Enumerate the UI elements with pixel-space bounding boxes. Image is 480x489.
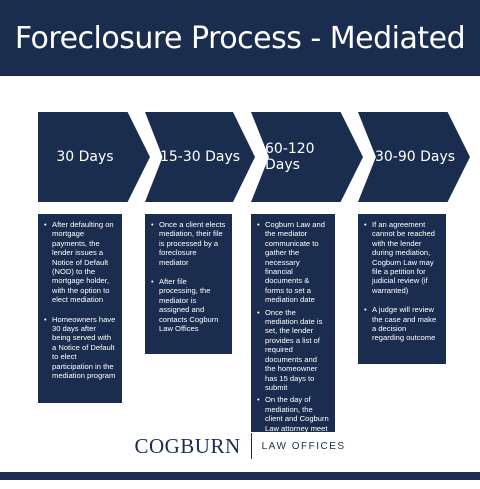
step-1-bullet-1: After defaulting on mortgage payments, t… — [44, 220, 116, 305]
step-3-bullet-2: Once the mediation date is set, the lend… — [257, 308, 329, 393]
step-arrow-1: 30 Days — [38, 112, 150, 202]
step-2-bullet-2: After file processing, the mediator is a… — [151, 277, 226, 333]
step-details-2: Once a client elects mediation, their fi… — [145, 214, 232, 354]
step-arrow-4: 30-90 Days — [358, 112, 470, 202]
step-1-bullet-2: Homeowners have 30 days after being serv… — [44, 315, 116, 381]
step-4-bullet-2: A judge will review the case and make a … — [364, 305, 440, 343]
page-title: Foreclosure Process - Mediated — [14, 20, 466, 56]
step-label-3: 60-120 Days — [265, 141, 315, 173]
step-label-2: 15-30 Days — [159, 149, 241, 165]
brand-subtitle: LAW OFFICES — [261, 440, 346, 452]
step-details-3: Cogburn Law and the mediator communicate… — [251, 214, 335, 489]
step-details-1: After defaulting on mortgage payments, t… — [38, 214, 122, 403]
bottom-bar — [0, 472, 480, 480]
step-label-1: 30 Days — [56, 149, 114, 165]
step-3-bullet-1: Cogburn Law and the mediator communicate… — [257, 220, 329, 305]
logo-divider — [250, 433, 252, 459]
title-banner: Foreclosure Process - Mediated — [0, 0, 480, 76]
step-label-4: 30-90 Days — [374, 149, 456, 165]
footer-logo: COGBURN LAW OFFICES — [0, 426, 480, 466]
step-2-bullet-1: Once a client elects mediation, their fi… — [151, 220, 226, 267]
step-arrow-3: 60-120 Days — [251, 112, 363, 202]
step-details-4: If an agreement cannot be reached with t… — [358, 214, 446, 364]
step-arrow-2: 15-30 Days — [145, 112, 255, 202]
step-4-bullet-1: If an agreement cannot be reached with t… — [364, 220, 440, 295]
brand-name: COGBURN — [134, 433, 241, 458]
